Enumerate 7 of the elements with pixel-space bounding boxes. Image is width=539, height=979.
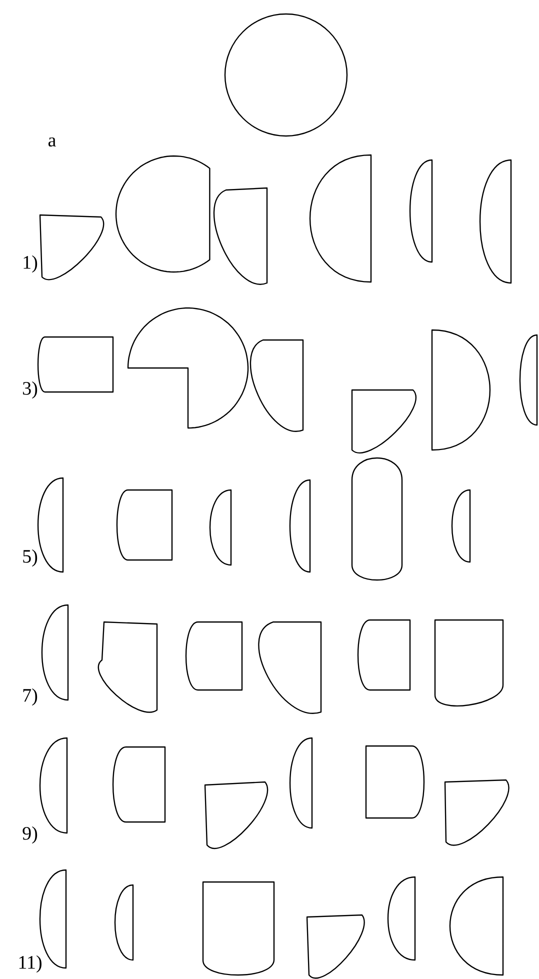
row-number: 5) — [23, 549, 38, 567]
row-number: 11) — [19, 955, 42, 973]
row-number: 3) — [23, 381, 38, 399]
row-number: 1) — [24, 255, 38, 273]
row-number: 7) — [23, 688, 38, 706]
option-label: a — [48, 137, 56, 147]
row-number: 9) — [22, 826, 38, 844]
